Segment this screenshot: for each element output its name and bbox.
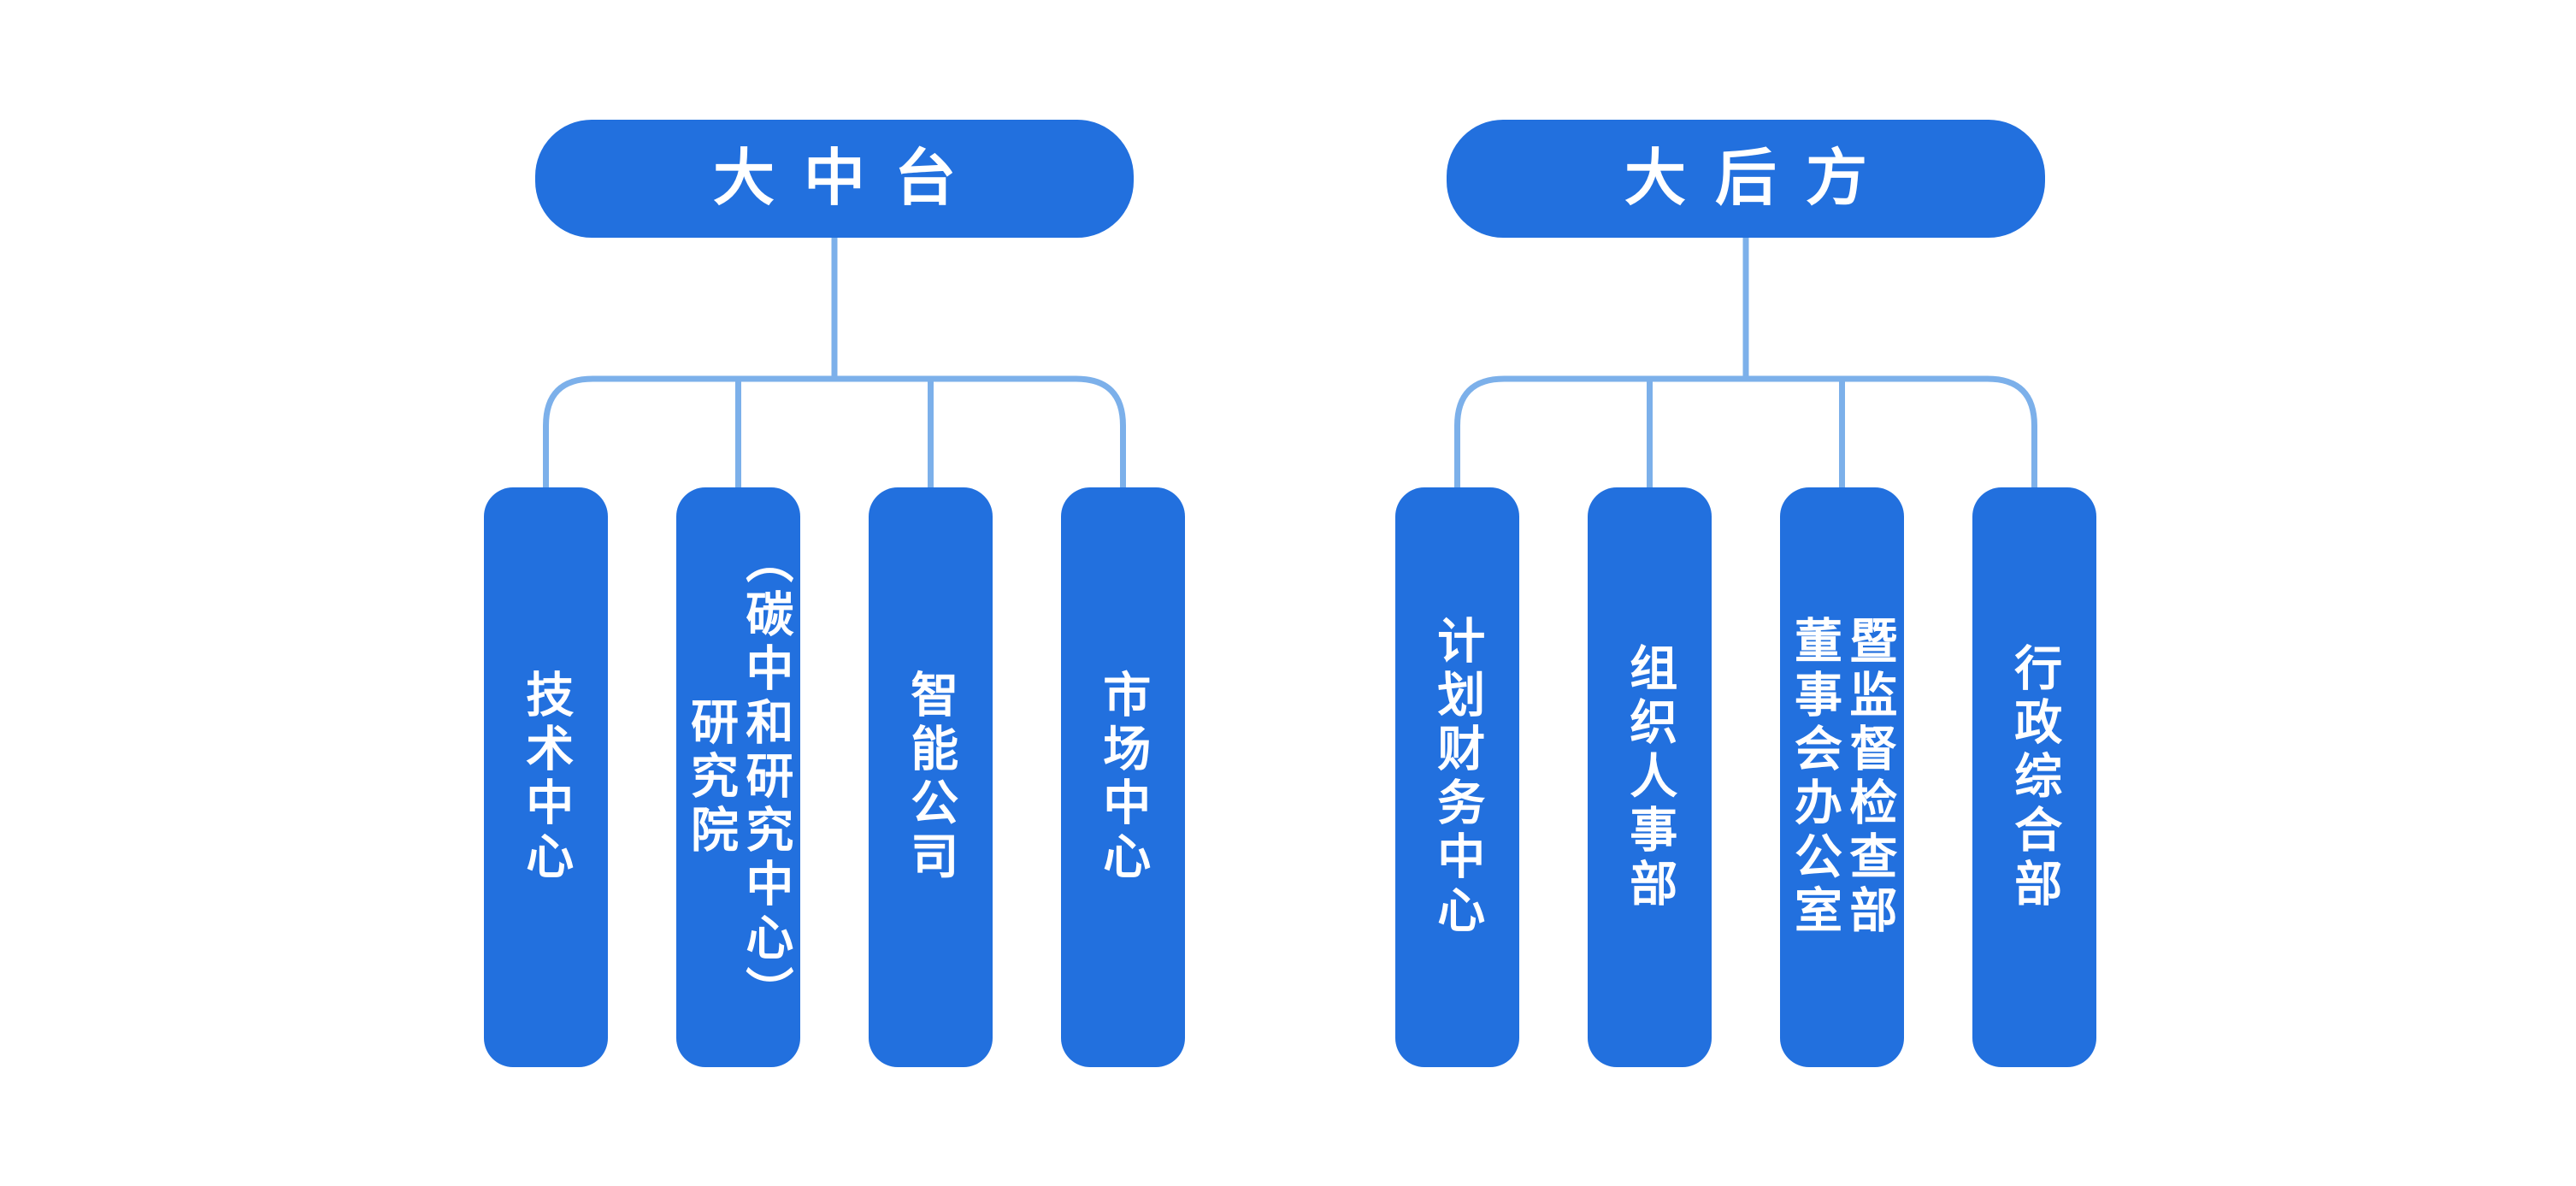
child-node-label: 市场中心 [1096, 670, 1151, 885]
child-node-smart-company[interactable]: 智能公司 [869, 487, 993, 1067]
parent-node-label: 大后方 [1624, 145, 1896, 213]
child-node-label: 董事会办公室 暨监督检查部 [1788, 616, 1897, 939]
child-node-org-hr-dept[interactable]: 组织人事部 [1588, 487, 1712, 1067]
child-node-label: 行政综合部 [2007, 642, 2062, 912]
child-node-label: 研究院 （碳中和研究中心） [684, 534, 793, 1020]
child-node-tech-center[interactable]: 技术中心 [484, 487, 608, 1067]
child-node-research-institute[interactable]: 研究院 （碳中和研究中心） [676, 487, 800, 1067]
parent-node-rear-support[interactable]: 大后方 [1447, 120, 2045, 238]
child-node-label: 技术中心 [519, 670, 574, 885]
parent-node-mid-platform[interactable]: 大中台 [535, 120, 1134, 238]
connector-lines [1454, 238, 2037, 487]
child-node-admin-general-dept[interactable]: 行政综合部 [1972, 487, 2096, 1067]
parent-node-label: 大中台 [712, 145, 985, 213]
child-node-market-center[interactable]: 市场中心 [1061, 487, 1185, 1067]
connector-lines [543, 238, 1126, 487]
child-node-label: 计划财务中心 [1430, 616, 1485, 939]
child-node-planning-finance-center[interactable]: 计划财务中心 [1395, 487, 1519, 1067]
child-node-label: 智能公司 [904, 670, 958, 885]
child-node-board-office-supervision-dept[interactable]: 董事会办公室 暨监督检查部 [1780, 487, 1904, 1067]
child-node-label: 组织人事部 [1623, 642, 1677, 912]
